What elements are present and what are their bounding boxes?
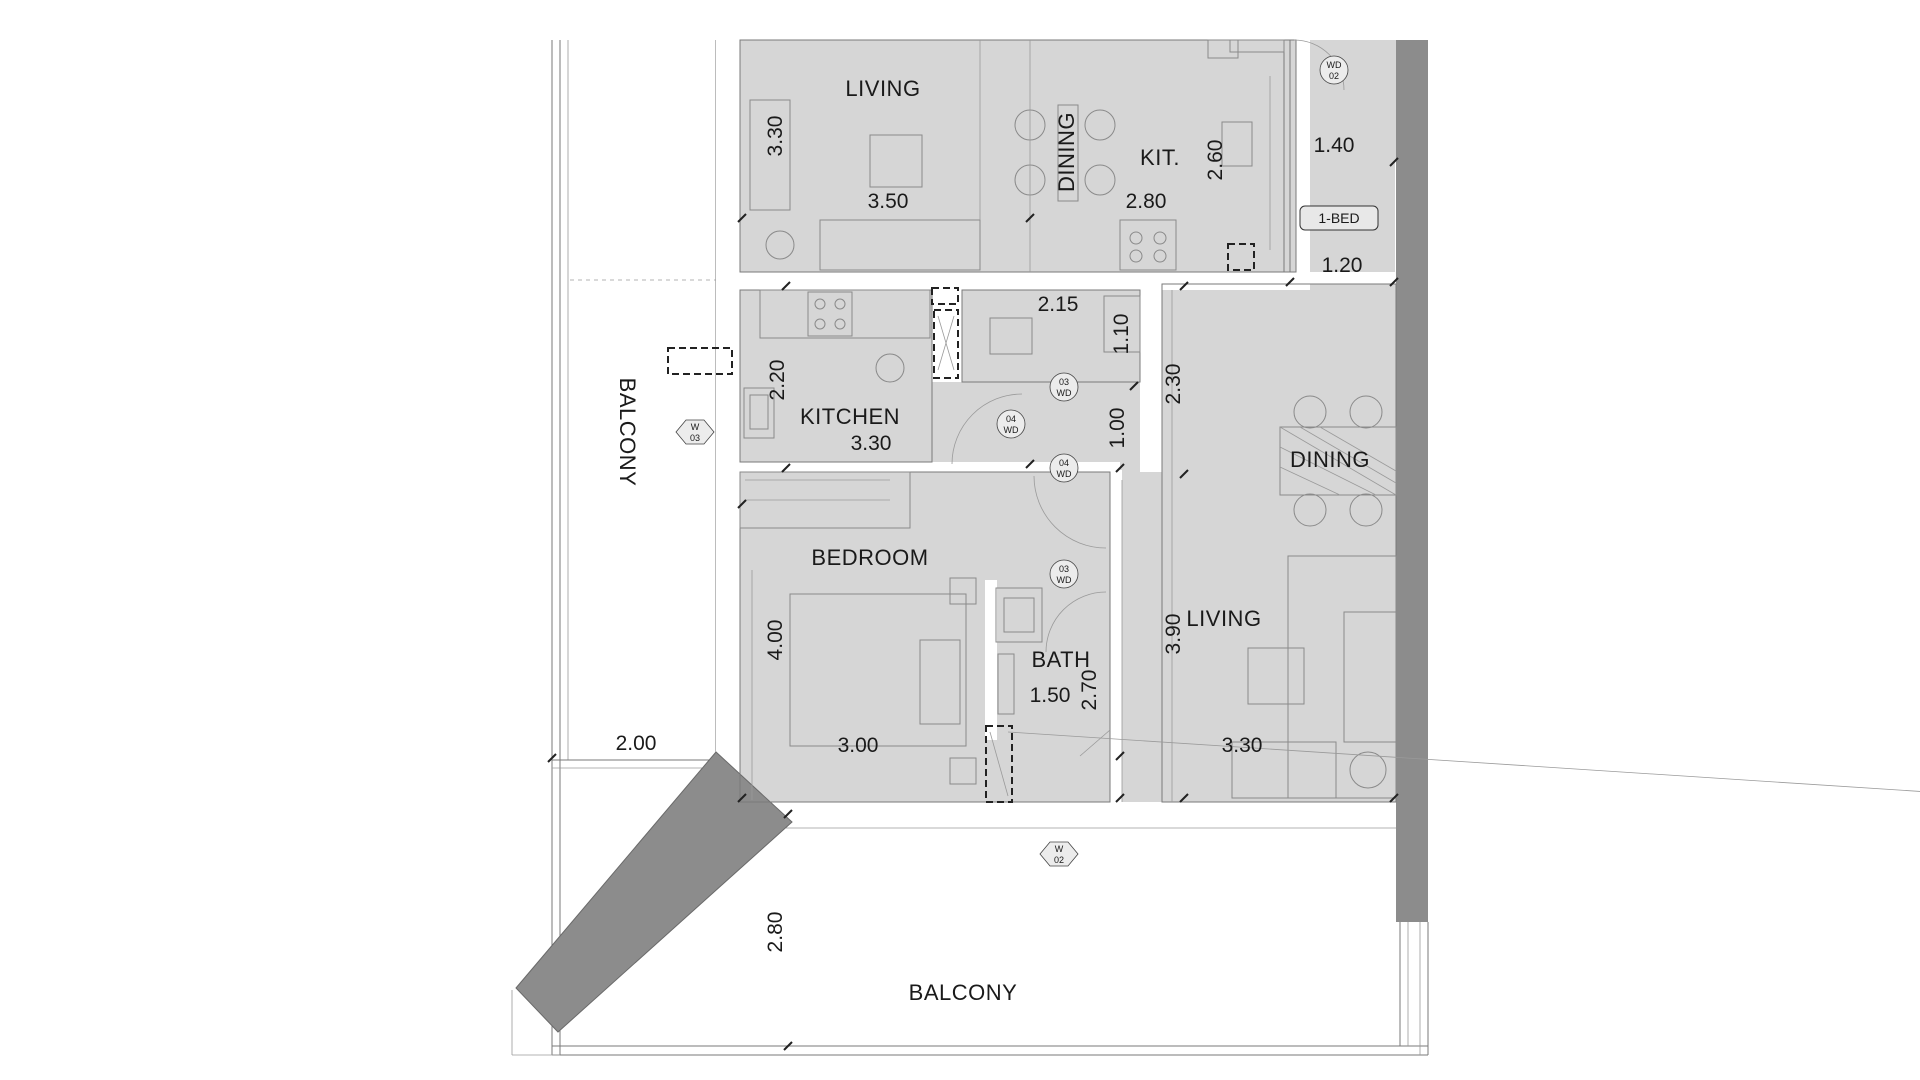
- kitchen-furniture: [739, 289, 1141, 529]
- tag-wd03-kitchen: 03 WD: [1049, 372, 1079, 402]
- label-kitchen: KITCHEN: [800, 404, 900, 429]
- dim-1-40: 1.40: [1314, 134, 1355, 157]
- tag-wd02-top: WD: [1327, 60, 1342, 70]
- living-floor: [1118, 284, 1396, 802]
- bath-floor: [990, 575, 1120, 802]
- tag-w02-top: W: [1055, 844, 1064, 854]
- dim-2-20: 2.20: [766, 360, 789, 401]
- label-bath: BATH: [1031, 647, 1090, 672]
- exterior-wall-right: [1396, 40, 1428, 922]
- label-living-top: LIVING: [845, 76, 920, 101]
- upper-right-room-floor: [1300, 40, 1396, 272]
- tag-w03: W 03: [675, 419, 715, 445]
- bedroom-furniture: [751, 570, 977, 800]
- label-dining-right: DINING: [1290, 447, 1370, 472]
- tag-wd02-bottom: 02: [1329, 71, 1339, 81]
- tag-wd03-kitchen-top: 03: [1059, 377, 1069, 387]
- dim-2-80-top: 2.80: [1126, 190, 1167, 213]
- tag-wd04-a: 04 WD: [996, 409, 1026, 439]
- upper-unit-floor: [740, 40, 1296, 272]
- tag-wd04-b: 04 WD: [1049, 453, 1079, 483]
- tag-wd03-kitchen-bottom: WD: [1057, 388, 1072, 398]
- tag-w02: W 02: [1039, 841, 1079, 867]
- dim-3-90: 3.90: [1162, 614, 1185, 655]
- upper-living-furniture: [749, 39, 1253, 272]
- label-living-right: LIVING: [1186, 606, 1261, 631]
- living-furniture: [1231, 395, 1397, 799]
- tag-w03-top: W: [691, 422, 700, 432]
- dim-2-15: 2.15: [1038, 293, 1079, 316]
- unit-badge: 1-BED: [1299, 205, 1379, 231]
- structural-fin: [515, 751, 793, 1033]
- dim-3-00: 3.00: [838, 734, 879, 757]
- bath-furniture: [995, 587, 1043, 715]
- tag-wd03-bath-bottom: WD: [1057, 575, 1072, 585]
- label-balcony-left: BALCONY: [615, 378, 640, 487]
- dim-3-30-living: 3.30: [1222, 734, 1263, 757]
- label-balcony-bottom: BALCONY: [909, 980, 1018, 1005]
- unit-badge-text: 1-BED: [1318, 210, 1359, 226]
- tag-wd03-bath-top: 03: [1059, 564, 1069, 574]
- floor-areas: [740, 40, 1396, 802]
- dim-3-30-kitchen: 3.30: [851, 432, 892, 455]
- corner-detail: [511, 990, 560, 1056]
- dim-1-50: 1.50: [1030, 684, 1071, 707]
- dim-4-00: 4.00: [764, 620, 787, 661]
- dim-1-10: 1.10: [1110, 314, 1133, 355]
- tag-wd04-b-top: 04: [1059, 458, 1069, 468]
- dim-2-60: 2.60: [1204, 140, 1227, 181]
- door-swings: [951, 39, 1345, 757]
- tag-wd03-bath: 03 WD: [1049, 559, 1079, 589]
- dim-2-30: 2.30: [1162, 364, 1185, 405]
- walls: [716, 40, 1403, 822]
- adjacent-unit: [1229, 39, 1291, 272]
- room-labels: LIVING DINING KIT. KITCHEN BEDROOM BATH …: [615, 76, 1370, 1005]
- dimension-labels: 3.30 3.50 2.80 2.60 1.40 1.20 2.15 1.10 …: [616, 116, 1363, 953]
- dim-3-50: 3.50: [868, 190, 909, 213]
- dim-1-20: 1.20: [1322, 254, 1363, 277]
- tag-wd04-b-bottom: WD: [1057, 469, 1072, 479]
- label-bedroom: BEDROOM: [811, 545, 928, 570]
- dim-2-70: 2.70: [1078, 670, 1101, 711]
- dim-2-80-balcony: 2.80: [764, 912, 787, 953]
- tag-w02-bottom: 02: [1054, 855, 1064, 865]
- service-ducts: [667, 243, 1920, 803]
- dim-3-30-top: 3.30: [764, 116, 787, 157]
- tag-wd02: WD 02: [1319, 55, 1349, 85]
- tag-w03-bottom: 03: [690, 433, 700, 443]
- tag-wd04-a-bottom: WD: [1004, 425, 1019, 435]
- dimension-ticks: [547, 157, 1399, 1051]
- dim-1-00: 1.00: [1106, 408, 1129, 449]
- label-dining-top: DINING: [1054, 112, 1079, 192]
- label-kit-top: KIT.: [1140, 145, 1180, 170]
- tag-wd04-a-top: 04: [1006, 414, 1016, 424]
- dim-2-00: 2.00: [616, 732, 657, 755]
